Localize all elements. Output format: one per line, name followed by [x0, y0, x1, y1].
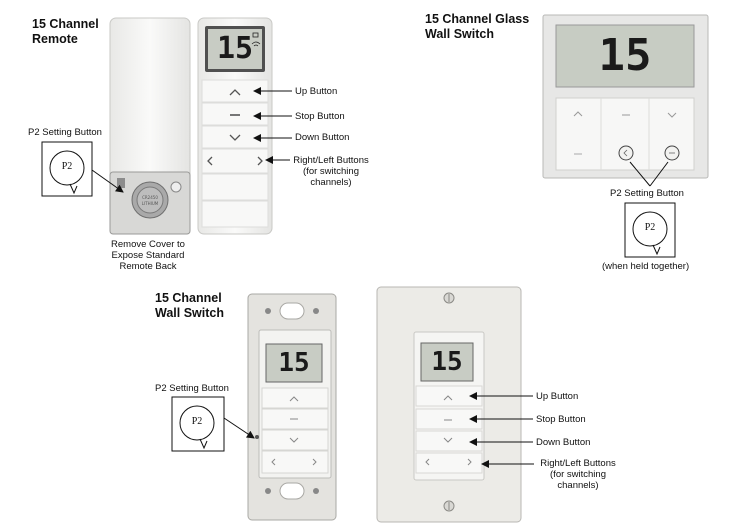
- wall-switch-title: 15 Channel Wall Switch: [155, 291, 224, 321]
- glass-p2-line-right: [649, 161, 669, 187]
- glass-held-together-label: (when held together): [602, 261, 690, 272]
- remote-left-icon: [207, 156, 213, 166]
- wall-right-left-line1: Right/Left Buttons: [540, 458, 616, 469]
- remote-title-line2: Remote: [32, 32, 78, 46]
- wall-p2-badge: [171, 396, 225, 452]
- remote-stop-label: Stop Button: [295, 111, 345, 122]
- glass-switch-title-line1: 15 Channel Glass: [425, 12, 530, 26]
- remote-down-icon: [229, 134, 241, 141]
- glass-p2-label: P2 Setting Button: [610, 188, 684, 199]
- remote-p2-arrow: [91, 169, 124, 193]
- wall-switch-frame: [247, 293, 337, 521]
- wall-plate: [376, 286, 522, 523]
- glass-switch-title: 15 Channel Glass Wall Switch: [425, 12, 529, 42]
- remote-down-label: Down Button: [295, 132, 350, 143]
- glass-switch-left-button: [618, 145, 634, 161]
- wall-switch-title-line2: Wall Switch: [155, 306, 224, 320]
- remote-cover-line2: Expose Standard: [111, 250, 185, 261]
- remote-p2-badge-text: P2: [61, 161, 73, 172]
- wall-up-label: Up Button: [536, 391, 579, 402]
- remote-up-icon: [229, 89, 241, 96]
- remote-title: 15 Channel Remote: [32, 17, 99, 47]
- wall-switch-p2-pin: [255, 435, 259, 439]
- remote-battery-compartment: CR2450 LITHIUM: [109, 171, 191, 235]
- svg-text:LITHIUM: LITHIUM: [142, 201, 159, 206]
- wall-stop-label: Stop Button: [536, 414, 586, 425]
- remote-display-number: 15: [216, 31, 254, 66]
- svg-text:CR2450: CR2450: [142, 195, 158, 200]
- wall-plate-display-number: 15: [431, 347, 463, 377]
- remote-right-left-line1: Right/Left Buttons: [293, 155, 369, 166]
- wall-p2-badge-text: P2: [191, 416, 203, 427]
- wall-right-left-line3: channels): [557, 480, 599, 491]
- remote-cover-line1: Remove Cover to: [111, 239, 185, 250]
- wall-switch-title-line1: 15 Channel: [155, 291, 222, 305]
- glass-switch-display-number: 15: [598, 30, 652, 81]
- remote-right-left-line2: (for switching: [303, 166, 359, 177]
- remote-right-icon: [257, 156, 263, 166]
- wall-right-left-label: Right/Left Buttons (for switching channe…: [528, 458, 628, 491]
- remote-right-left-line3: channels): [310, 177, 352, 188]
- remote-p2-label: P2 Setting Button: [28, 127, 102, 138]
- remote-up-label: Up Button: [295, 86, 338, 97]
- wall-p2-label: P2 Setting Button: [155, 383, 229, 394]
- glass-switch-body: [542, 14, 709, 179]
- glass-p2-badge-text: P2: [644, 222, 656, 233]
- wall-p2-arrow: [223, 417, 255, 439]
- remote-signal-icon: [251, 32, 261, 47]
- remote-right-left-label: Right/Left Buttons (for switching channe…: [283, 155, 379, 188]
- glass-p2-line-left: [629, 161, 651, 187]
- wall-right-left-line2: (for switching: [550, 469, 606, 480]
- remote-cover-label: Remove Cover to Expose Standard Remote B…: [96, 239, 200, 272]
- remote-p2-badge: [41, 141, 93, 197]
- wall-down-label: Down Button: [536, 437, 591, 448]
- remote-cover-line3: Remote Back: [119, 261, 177, 272]
- wall-switch-display-number: 15: [278, 348, 310, 378]
- glass-p2-badge: [624, 202, 676, 258]
- glass-switch-title-line2: Wall Switch: [425, 27, 494, 41]
- remote-title-line1: 15 Channel: [32, 17, 99, 31]
